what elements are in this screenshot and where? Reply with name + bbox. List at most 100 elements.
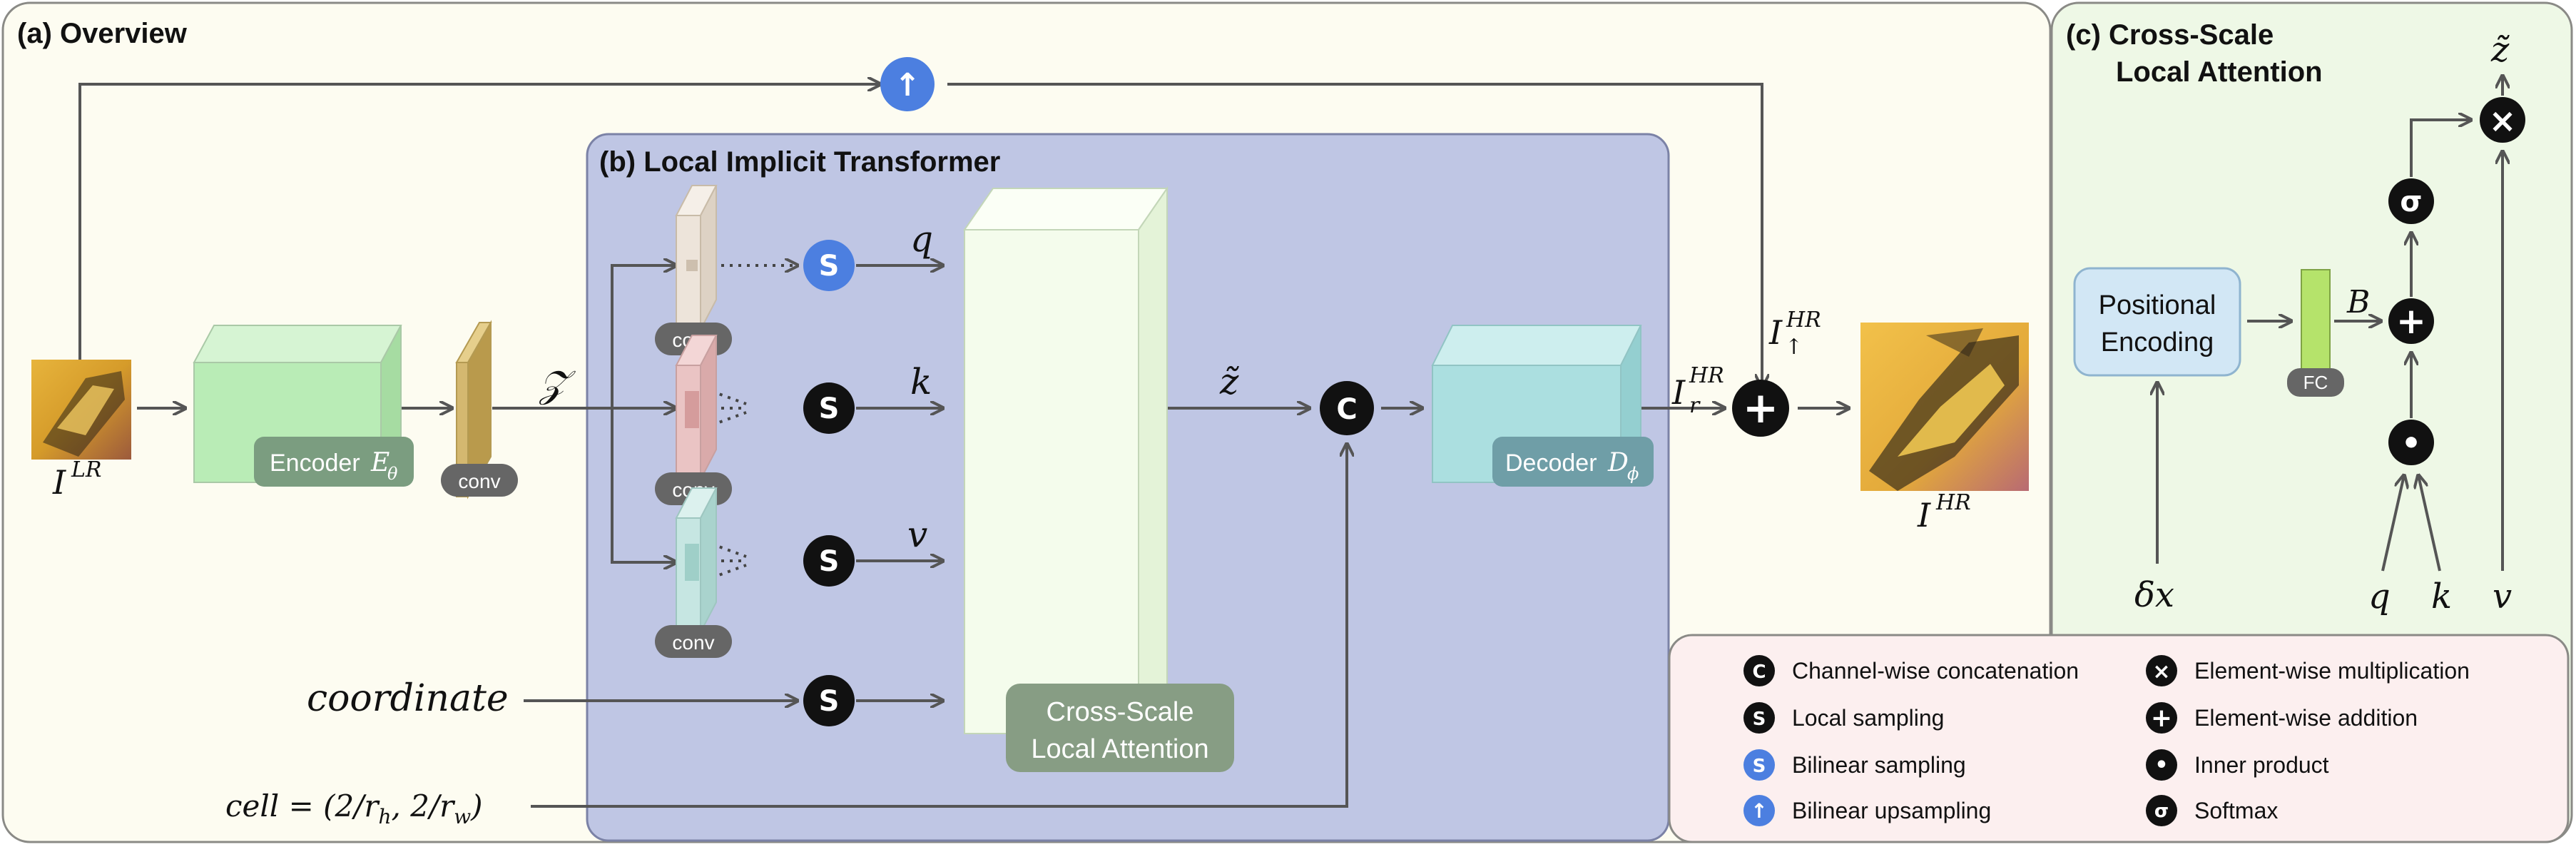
cross-scale-attention-label-line1: Cross-Scale [1047,697,1194,727]
csla-softmax-glyph: σ [2400,186,2422,218]
csla-inner-product-icon [2388,420,2434,465]
label-q: q [910,218,933,260]
svg-text:+: + [2151,704,2172,733]
decoder-label-tag [1492,437,1654,487]
conv-v-block [675,487,718,633]
skip-path-to-upsample [78,84,880,360]
svg-text:Local sampling: Local sampling [1792,705,1944,731]
bilinear-upsampling-glyph: ↑ [895,67,921,103]
csla-softmax-icon [2388,178,2434,224]
label-cell: cell = (2/rh, 2/rw) [225,788,483,828]
conv-q-block [675,185,718,330]
fc-label: FC [2303,372,2328,393]
legend-item-add: + Element-wise addition [2146,702,2418,734]
label-csla-q: q [2368,577,2391,617]
bilinear-sampling-q-glyph: S [819,250,840,283]
svg-text:Element-wise multiplication: Element-wise multiplication [2194,658,2470,684]
svg-text:Channel-wise concatenation: Channel-wise concatenation [1792,658,2079,684]
legend-item-multiply: × Element-wise multiplication [2146,655,2470,686]
legend-item-bilinear-sampling: S Bilinear sampling [1743,749,1966,781]
csla-title-line2: Local Attention [2116,56,2323,88]
add-icon [1732,380,1789,437]
positional-encoding-line1: Positional [2099,290,2216,320]
svg-text:•: • [2154,753,2168,778]
branch-bus-down [611,408,676,562]
encoder-label-tag [254,437,414,487]
label-i-r-sup: HR [1689,363,1724,388]
positional-encoding-line2: Encoding [2101,328,2214,357]
legend-item-softmax: σ Softmax [2146,795,2278,826]
local-sampling-k-icon [803,382,855,434]
svg-text:Element-wise addition: Element-wise addition [2194,705,2418,731]
conv-tag-v [655,625,732,658]
legend-item-bilinear-upsampling: ↑ Bilinear upsampling [1743,795,1991,826]
svg-text:σ: σ [2154,801,2169,822]
label-i-hr-sup: HR [1935,490,1971,515]
decoder-subscript: ϕ [1627,464,1639,484]
q-to-inner-arrow [2381,475,2404,572]
decoder-symbol: D [1607,448,1629,477]
conv-label-v: conv [672,632,714,654]
svg-text:Inner product: Inner product [2194,752,2329,778]
label-k: k [910,361,932,402]
cross-scale-attention-tag [1006,684,1234,772]
svg-text:↑: ↑ [1751,799,1767,823]
branch-bus [611,265,676,408]
label-i-lr-sup: LR [71,457,102,482]
svg-text:Bilinear upsampling: Bilinear upsampling [1792,798,1991,823]
label-v: v [907,514,927,555]
label-i-lr: I [52,463,66,502]
local-sampling-coord-glyph: S [819,685,840,718]
svg-text:C: C [1752,661,1766,683]
label-i-up-sup: HR [1786,308,1821,333]
encoder-subscript: θ [387,464,398,484]
lit-title: (b) Local Implicit Transformer [599,146,1000,178]
label-b: B [2346,284,2370,320]
concat-glyph: C [1336,393,1357,426]
cell-to-concat-path [531,444,1347,808]
conv-tag-feature [441,464,518,497]
local-sampling-k-glyph: S [819,392,840,425]
feature-map-z [455,320,492,499]
conv-label-feature: conv [458,470,500,492]
label-z-tilde: z̃ [1219,361,1239,402]
csla-multiply-glyph: × [2489,101,2517,140]
csla-title-line1: (c) Cross-Scale [2066,19,2274,51]
decoder-label: Decoder [1505,450,1597,477]
label-i-r: I [1671,373,1686,412]
output-hr-image [1860,323,2029,491]
svg-text:S: S [1753,709,1766,730]
legend-panel [1668,634,2570,843]
csla-add-glyph: + [2396,300,2426,342]
positional-encoding-box [2073,267,2241,377]
legend-item-inner-product: • Inner product [2146,749,2329,781]
label-i-hr: I [1917,496,1931,534]
csla-inner-product-glyph: • [2401,425,2421,462]
fc-block [2301,269,2331,370]
conv-k-block [675,335,718,480]
overview-title: (a) Overview [17,18,188,49]
encoder-symbol: E [370,448,390,477]
concat-icon [1320,381,1374,435]
label-coordinate: coordinate [307,677,509,720]
legend-item-local-sampling: S Local sampling [1743,702,1944,734]
local-sampling-v-icon [803,535,855,587]
label-i-up: I [1768,313,1783,352]
legend-item-concat: C Channel-wise concatenation [1743,655,2079,686]
label-csla-v: v [2493,577,2512,617]
svg-text:Softmax: Softmax [2194,798,2278,823]
input-lr-image [31,360,131,460]
k-to-inner-arrow [2418,475,2441,572]
cross-scale-attention-label-line2: Local Attention [1031,734,1208,764]
csla-multiply-icon [2480,97,2525,143]
encoder-label: Encoder [270,450,360,477]
label-csla-k: k [2431,577,2452,617]
fc-tag [2287,368,2344,397]
bilinear-sampling-q-icon [803,240,855,291]
svg-text:×: × [2152,659,2170,684]
label-i-up-sub: ↑ [1785,335,1803,360]
softmax-to-multiply-path [2410,120,2471,177]
cross-scale-attention-block [963,186,1169,736]
svg-text:Bilinear sampling: Bilinear sampling [1792,752,1966,778]
